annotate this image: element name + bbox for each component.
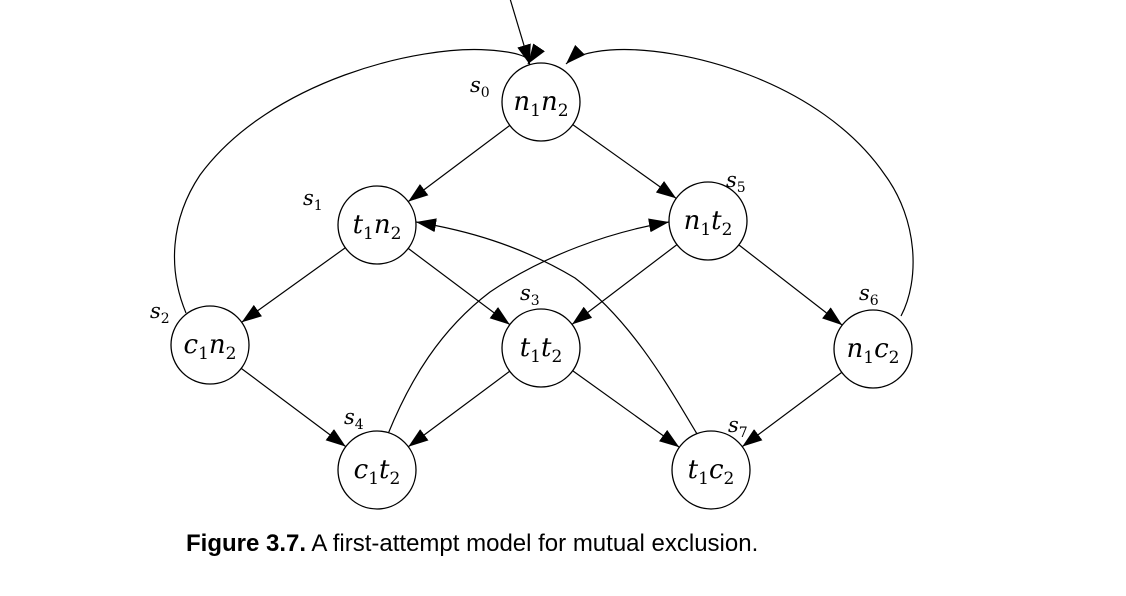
state-label-subscript: 2 [226,344,237,364]
state-node-s2: c1n2 [170,305,250,385]
state-label: t1n2 [353,210,402,244]
state-label-variable: n [374,210,391,240]
state-label-variable: n [684,206,701,236]
state-id-letter: s [726,168,737,192]
state-label: n1n2 [513,87,568,121]
state-label-variable: t [711,206,722,236]
state-id-index: 4 [355,417,364,433]
state-id-letter: s [150,299,161,323]
state-id-index: 2 [161,311,170,327]
state-label: c1n2 [184,330,237,364]
transition-arrow-s3-s7 [572,370,680,448]
state-label-subscript: 2 [558,101,569,121]
state-label-variable: t [541,333,552,363]
state-id-index: 7 [739,425,748,441]
state-label-subscript: 1 [368,469,379,489]
state-label-subscript: 1 [198,344,209,364]
state-id-index: 3 [531,293,540,309]
state-id-s5: s5 [726,168,746,196]
state-id-index: 0 [481,85,490,101]
state-id-s3: s3 [520,281,540,309]
state-label-variable: n [541,87,558,117]
transition-arrow-init-s0 [509,0,531,65]
state-label-subscript: 1 [530,347,541,367]
state-label-variable: t [379,455,390,485]
transition-arrow-s5-s3 [571,244,678,325]
state-label-subscript: 2 [889,348,900,368]
state-circle [170,305,250,385]
state-id-letter: s [859,281,870,305]
state-id-s2: s2 [150,299,170,327]
state-circle [337,430,417,510]
state-label-variable: c [184,330,199,360]
state-label-subscript: 1 [363,224,374,244]
state-label-variable: c [874,334,889,364]
state-id-s1: s1 [303,186,323,214]
transition-arrow-s2-s0 [173,43,545,314]
state-label-variable: c [354,455,369,485]
state-label-variable: t [353,210,364,240]
transition-arrow-s4-s5 [387,218,670,435]
state-label-subscript: 1 [530,101,541,121]
state-id-letter: s [470,73,481,97]
transition-arrow-s1-s3 [407,247,511,326]
state-node-s1: t1n2 [337,185,417,265]
state-label-variable: n [847,334,864,364]
state-id-letter: s [728,413,739,437]
transition-arrow-s0-s5 [572,124,677,199]
state-id-s6: s6 [859,281,879,309]
state-label-subscript: 2 [390,469,401,489]
state-node-s0: n1n2 [501,62,581,142]
state-circle [833,309,913,389]
transition-arrow-s2-s4 [240,367,347,448]
state-circle [671,430,751,510]
state-label-subscript: 1 [863,348,874,368]
state-label-variable: n [513,87,530,117]
transition-arrow-s1-s2 [241,247,346,323]
state-label-variable: t [688,455,699,485]
transition-arrow-s6-s7 [741,371,843,448]
state-label: t1t2 [520,333,563,367]
state-id-index: 1 [314,198,323,214]
state-id-s7: s7 [728,413,748,441]
state-circle [501,62,581,142]
transition-arrow-s0-s1 [407,124,511,203]
state-node-s3: t1t2 [501,308,581,388]
figure-caption-text: A first-attempt model for mutual exclusi… [311,530,759,557]
state-id-s4: s4 [344,405,364,433]
state-node-s7: t1c2 [671,430,751,510]
transition-arrow-s3-s4 [407,370,511,448]
state-label-subscript: 2 [724,469,735,489]
state-circle [668,181,748,261]
state-label: n1c2 [847,334,900,368]
state-label: c1t2 [354,455,401,489]
transition-arrow-s6-s0 [565,44,914,317]
state-id-letter: s [520,281,531,305]
state-label-subscript: 2 [551,347,562,367]
state-label-subscript: 1 [700,220,711,240]
state-id-letter: s [344,405,355,429]
state-label-variable: n [209,330,226,360]
state-label-variable: t [520,333,531,363]
state-node-s6: n1c2 [833,309,913,389]
figure-caption: Figure 3.7. A first-attempt model for mu… [186,530,758,558]
state-label-subscript: 1 [698,469,709,489]
state-id-letter: s [303,186,314,210]
state-label: t1c2 [688,455,735,489]
state-id-index: 6 [870,293,879,309]
state-circle [337,185,417,265]
transition-arrow-s7-s1 [415,218,698,435]
state-node-s5: n1t2 [668,181,748,261]
state-label-subscript: 2 [722,220,733,240]
state-id-s0: s0 [470,73,490,101]
state-id-index: 5 [737,180,746,196]
state-label-variable: c [709,455,724,485]
state-label-subscript: 2 [391,224,402,244]
figure-caption-label: Figure 3.7. [186,530,307,557]
state-label: n1t2 [684,206,733,240]
transition-arrow-s5-s6 [738,244,843,326]
state-circle [501,308,581,388]
state-node-s4: c1t2 [337,430,417,510]
